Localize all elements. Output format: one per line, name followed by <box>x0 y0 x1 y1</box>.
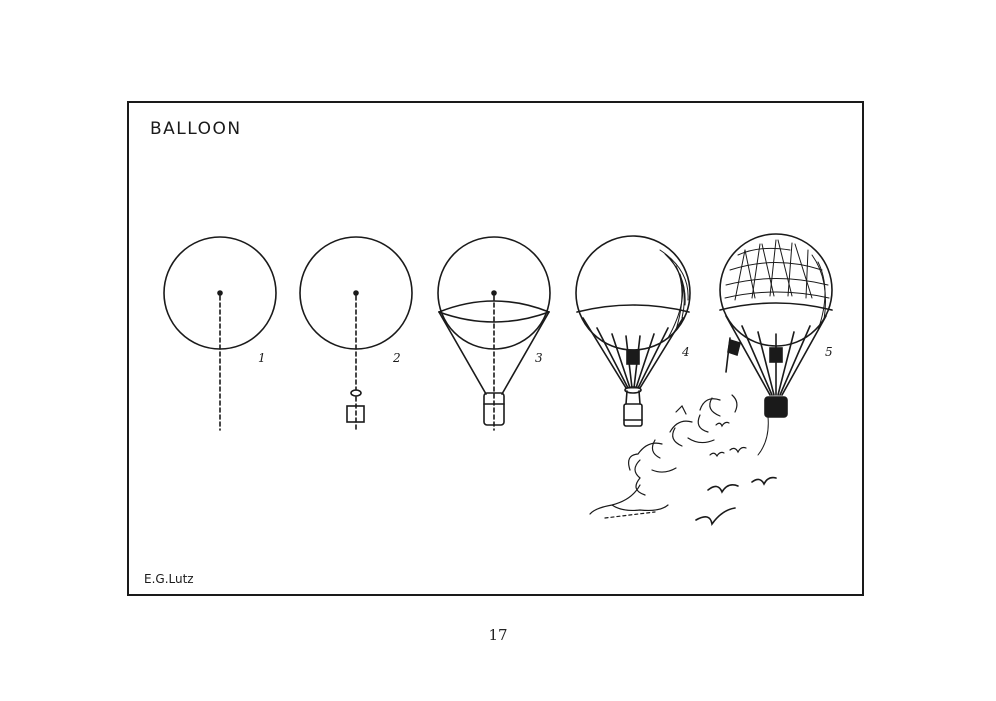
cloud-drawing <box>589 394 738 519</box>
page-title: BALLOON <box>150 119 242 139</box>
birds-drawing <box>695 421 777 527</box>
step-2-drawing: 2 <box>299 236 413 431</box>
step-label: 5 <box>825 345 833 359</box>
step-label: 2 <box>392 351 401 365</box>
step-5-drawing: 5 <box>719 233 833 456</box>
step-1-drawing: 1 <box>163 236 277 431</box>
step-label: 4 <box>681 345 690 359</box>
step-4-drawing: 4 <box>575 235 691 427</box>
step-label: 1 <box>258 351 266 365</box>
step-label: 3 <box>535 351 543 365</box>
step-3-drawing: 3 <box>437 236 551 431</box>
page-number: 17 <box>488 626 508 644</box>
artist-signature: E.G.Lutz <box>144 572 194 586</box>
illustration-frame <box>127 101 864 596</box>
